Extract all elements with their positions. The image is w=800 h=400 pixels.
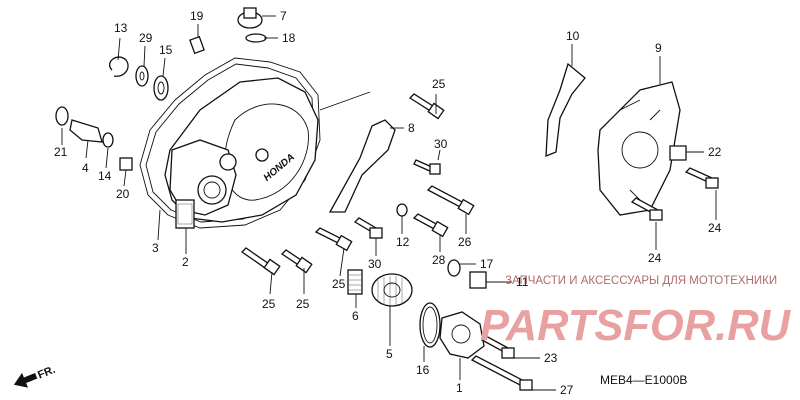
o-ring-17 [447,259,461,277]
callout-3: 3 [152,241,159,255]
oil-filler-cap-7 [237,7,263,29]
washer-12 [396,203,408,217]
callout-26: 26 [458,235,472,249]
callout-16: 16 [416,363,430,377]
bolt-25-c [314,227,353,252]
callout-23: 23 [544,351,558,365]
callout-6: 6 [352,309,359,323]
diagram-code: MEB4—E1000B [600,373,687,387]
bolt-27 [470,355,533,391]
watermark-caption: ЗАПЧАСТИ И АКСЕССУАРЫ ДЛЯ МОТОТЕХНИКИ [505,275,778,287]
leader-lines [61,15,717,391]
oil-seal-15 [153,75,169,101]
o-ring-18 [245,33,267,43]
left-crankcase-cover: HONDA [139,57,321,229]
front-direction-label: FR. [36,364,57,382]
callout-10: 10 [566,29,580,43]
callout-9: 9 [655,41,662,55]
callout-22: 22 [708,145,722,159]
bolt-23 [480,335,515,359]
spring-6 [347,269,363,295]
callout-30-a: 30 [434,137,448,151]
front-direction-arrow: FR. [13,364,57,388]
bolt-25-d [408,93,445,120]
callout-5: 5 [386,347,393,361]
seal-21 [55,106,69,126]
bolt-25-b [280,249,313,274]
callout-21: 21 [54,145,68,159]
bolt-24-a [684,167,719,189]
bracket-8 [328,119,396,213]
bolt-26 [426,185,475,216]
callout-18: 18 [282,31,296,45]
bolt-24-b [630,197,663,221]
circlip-13 [109,56,129,77]
callout-25-a: 25 [262,297,276,311]
bracket-10 [545,62,586,157]
callout-labels: 13 29 15 19 7 18 21 4 14 20 3 2 25 25 25… [54,9,722,397]
callout-1: 1 [456,381,463,395]
callout-27: 27 [560,383,574,397]
callout-12: 12 [396,235,410,249]
sprocket-cover-9 [597,81,681,216]
callout-25-b: 25 [296,297,310,311]
callout-19: 19 [190,9,204,23]
bolt-30-b [353,217,383,239]
collar-20 [119,157,133,171]
callout-28: 28 [432,253,446,267]
rubber-22 [669,145,687,161]
spindle-4 [69,119,103,143]
callout-24-b: 24 [648,251,662,265]
washer-29 [135,65,149,87]
bolt-30-a [413,159,441,175]
oil-filter-5 [371,273,413,307]
callout-8: 8 [408,121,415,135]
callout-15: 15 [159,43,173,57]
dowel-pin-19 [189,35,205,55]
callout-4: 4 [82,161,89,175]
callout-14: 14 [98,169,112,183]
callout-25-d: 25 [432,77,446,91]
o-ring-16 [419,302,441,348]
callout-25-c: 25 [332,277,346,291]
callout-20: 20 [116,187,130,201]
watermark-brand-logo: PARTSFOR.RU [480,301,791,350]
callout-13: 13 [114,21,128,35]
oil-filter-cover-1 [439,311,485,359]
bolt-25-a [240,247,281,276]
bolt-28 [412,213,449,238]
watermark-brand-text: PARTSFOR.RU [480,301,791,350]
callout-11: 11 [516,275,529,289]
callout-30-b: 30 [368,257,382,271]
callout-24-a: 24 [708,221,722,235]
callout-17: 17 [480,257,494,271]
callout-2: 2 [182,255,189,269]
arrow-icon [13,372,38,388]
callout-7: 7 [280,9,287,23]
callout-29: 29 [139,31,153,45]
drain-plug-11 [469,271,487,289]
o-ring-14 [102,132,114,148]
